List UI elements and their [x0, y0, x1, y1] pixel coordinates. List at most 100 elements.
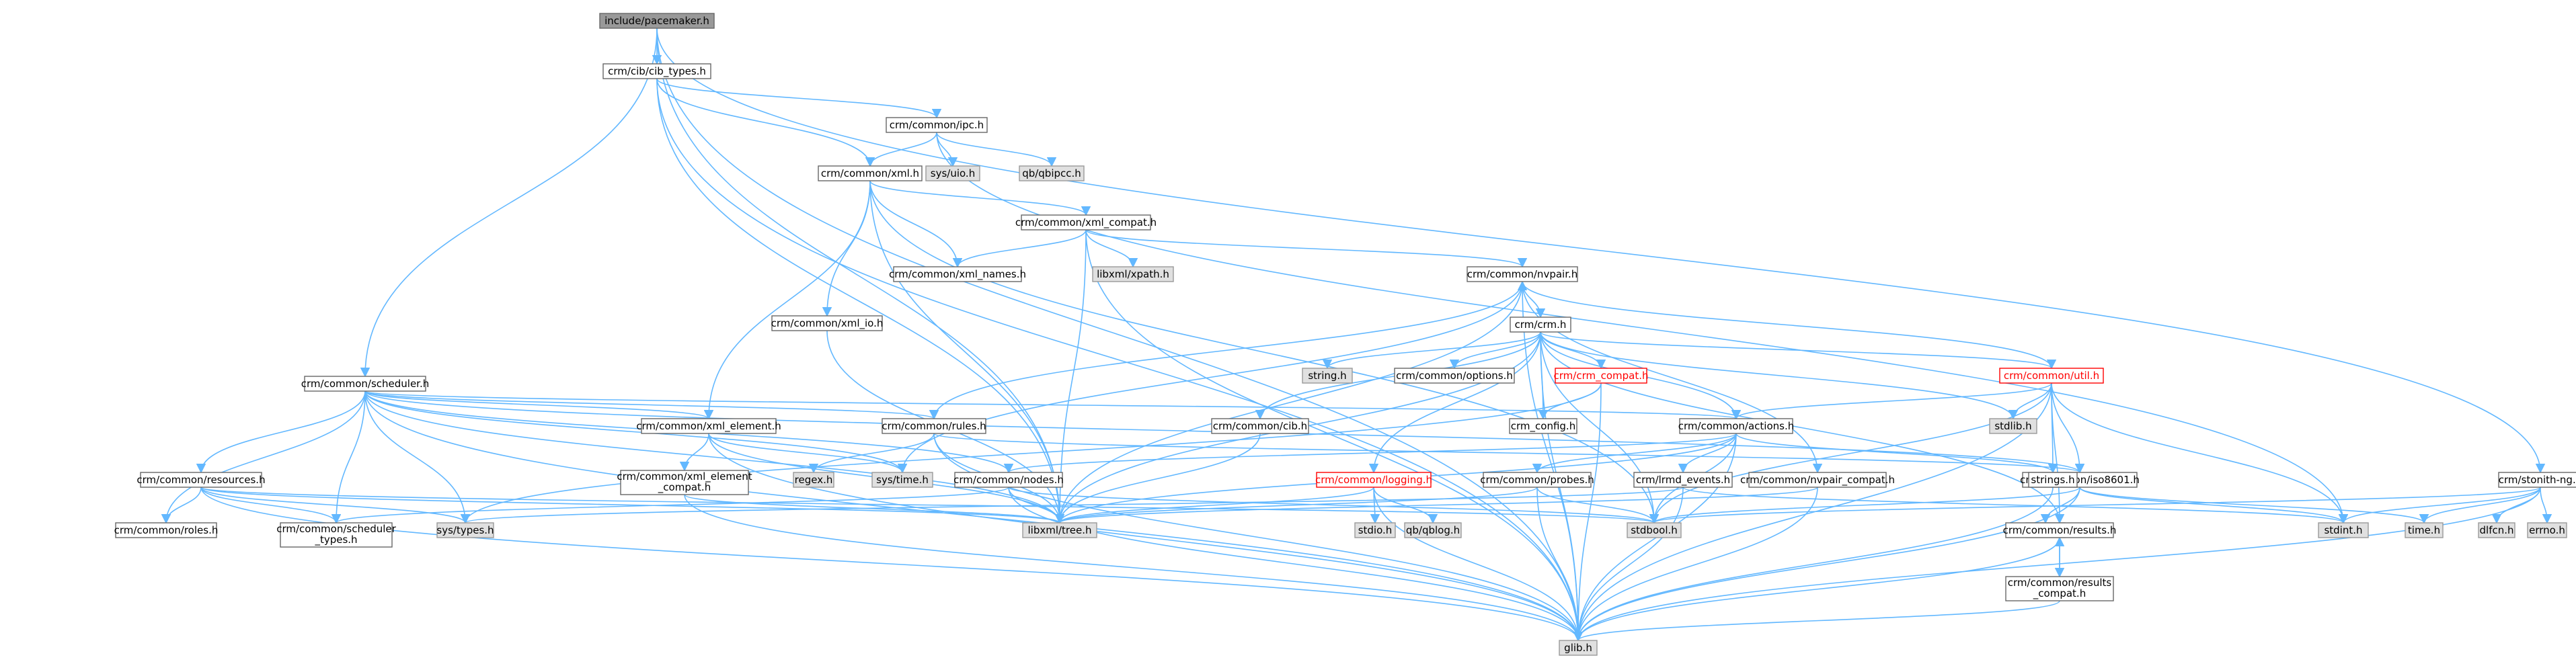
node-sysuio[interactable]: sys/uio.h — [925, 165, 980, 181]
node-logging[interactable]: crm/common/logging.h — [1315, 472, 1432, 488]
edge-logging-to-qblog — [1373, 487, 1438, 524]
node-dlfcn[interactable]: dlfcn.h — [2478, 522, 2515, 538]
node-box — [2028, 472, 2078, 488]
node-label: crm/common/probes.h — [1480, 474, 1594, 486]
node-label: sys/uio.h — [931, 167, 975, 179]
node-crmh[interactable]: crm/crm.h — [1510, 317, 1571, 333]
edge-cib_types-to-ipc — [656, 78, 942, 119]
node-label: stdint.h — [2324, 524, 2362, 536]
node-xml-compat[interactable]: crm/common/xml_compat.h — [1015, 214, 1157, 231]
node-xml-names[interactable]: crm/common/xml_names.h — [889, 266, 1026, 282]
node-xpath[interactable]: libxml/xpath.h — [1092, 266, 1174, 282]
edge-resources-to-sched_types — [200, 487, 342, 524]
edge-strings-to-glib — [1573, 487, 2054, 642]
edge-xml_element_compat-to-glib — [684, 494, 1584, 642]
node-box — [1559, 640, 1598, 656]
edge-resources-to-stdbool — [200, 487, 1659, 524]
node-xml-io[interactable]: crm/common/xml_io.h — [771, 315, 884, 331]
node-lrmd-events[interactable]: crm/lrmd_events.h — [1633, 472, 1733, 488]
node-label: crm/common/ipc.h — [890, 119, 984, 131]
edge-xml_element_compat-to-libxmltree — [684, 494, 1064, 524]
edge-resources-to-libxmltree — [200, 487, 1064, 524]
edge-stonith-to-errno — [2540, 487, 2552, 524]
node-scheduler[interactable]: crm/common/scheduler.h — [301, 376, 430, 392]
edge-util-to-iso8601 — [2051, 382, 2085, 474]
node-label: crm/common/roles.h — [114, 524, 219, 536]
node-label: crm/cib/cib_types.h — [608, 65, 706, 78]
node-systime[interactable]: sys/time.h — [871, 472, 933, 488]
node-stonith[interactable]: crm/stonith-ng.h — [2498, 472, 2576, 488]
edge-xml_element-to-glib — [708, 433, 1584, 642]
node-pacemaker[interactable]: include/pacemaker.h — [599, 13, 715, 29]
node-xml[interactable]: crm/common/xml.h — [818, 165, 923, 181]
edge-util-to-results — [2051, 382, 2065, 524]
node-errno[interactable]: errno.h — [2527, 522, 2567, 538]
node-stdio[interactable]: stdio.h — [1354, 522, 1396, 538]
node-roles[interactable]: crm/common/roles.h — [114, 522, 219, 538]
node-stdint[interactable]: stdint.h — [2318, 522, 2369, 538]
node-nodes[interactable]: crm/common/nodes.h — [953, 472, 1064, 488]
node-options[interactable]: crm/common/options.h — [1394, 368, 1515, 384]
edge-nvpair_compat-to-glib — [1573, 487, 1818, 642]
edge-cib_types-to-glib — [656, 78, 1584, 642]
node-xml-element-compat[interactable]: crm/common/xml_element_compat.h — [617, 470, 752, 495]
node-box — [1999, 368, 2104, 384]
edge-crmh-to-results — [1540, 331, 2065, 524]
node-label: crm/lrmd_events.h — [1636, 474, 1730, 487]
node-qblog[interactable]: qb/qblog.h — [1404, 522, 1462, 538]
node-box — [1633, 472, 1733, 488]
node-cib-types[interactable]: crm/cib/cib_types.h — [602, 63, 711, 79]
node-cibh[interactable]: crm/common/cib.h — [1211, 418, 1309, 434]
node-box — [1019, 165, 1085, 181]
node-label: crm/common/xml_element_compat.h — [617, 470, 752, 494]
node-glib[interactable]: glib.h — [1559, 640, 1598, 656]
node-label: qb/qbipcc.h — [1022, 167, 1081, 179]
node-timeh[interactable]: time.h — [2405, 522, 2444, 538]
node-crm-config[interactable]: crm_config.h — [1509, 418, 1577, 434]
edge-crmh-to-stdlib — [1540, 331, 2019, 420]
edge-xml_element-to-xml_element_compat — [679, 433, 709, 472]
node-box — [818, 165, 923, 181]
node-regex[interactable]: regex.h — [793, 472, 834, 488]
edge-crmh-to-stringh — [1322, 331, 1541, 370]
node-strings[interactable]: strings.h — [2028, 472, 2078, 488]
edge-actions-to-nodes — [1004, 433, 1737, 474]
node-stringh[interactable]: string.h — [1302, 368, 1353, 384]
edge-pacemaker-to-stonith — [656, 28, 2546, 474]
node-probes[interactable]: crm/common/probes.h — [1480, 472, 1594, 488]
node-stdbool[interactable]: stdbool.h — [1627, 522, 1682, 538]
node-box — [1555, 368, 1647, 384]
edge-actions-to-lrmd_events — [1678, 433, 1737, 474]
node-util[interactable]: crm/common/util.h — [1999, 368, 2104, 384]
node-rules[interactable]: crm/common/rules.h — [882, 418, 986, 434]
node-results-compat[interactable]: crm/common/results_compat.h — [2005, 576, 2114, 601]
edge-crmh-to-crm_compat — [1540, 331, 1606, 370]
node-ipc[interactable]: crm/common/ipc.h — [886, 117, 988, 133]
node-nvpair[interactable]: crm/common/nvpair.h — [1467, 266, 1578, 282]
node-label: qb/qblog.h — [1406, 524, 1460, 536]
edge-logging-to-glib — [1373, 487, 1584, 642]
node-label: string.h — [1308, 370, 1346, 382]
node-box — [925, 165, 980, 181]
edge-nvpair-to-libxmltree — [1054, 281, 1523, 524]
edge-util-to-stdint — [2051, 382, 2349, 524]
node-box — [2318, 522, 2369, 538]
node-label: crm/common/results.h — [2003, 524, 2117, 536]
node-xml-element[interactable]: crm/common/xml_element.h — [636, 418, 781, 434]
node-label: crm/common/xml_element.h — [636, 420, 781, 433]
node-sched-types[interactable]: crm/common/scheduler_types.h — [276, 522, 397, 548]
node-stdlib[interactable]: stdlib.h — [1989, 418, 2037, 434]
node-actions[interactable]: crm/common/actions.h — [1678, 418, 1794, 434]
edge-util-to-nvpair — [1517, 280, 2052, 369]
node-qbipcc[interactable]: qb/qbipcc.h — [1019, 165, 1085, 181]
node-systypes[interactable]: sys/types.h — [436, 522, 494, 538]
node-crm-compat[interactable]: crm/crm_compat.h — [1554, 368, 1649, 384]
edge-resources-to-systypes — [200, 487, 471, 524]
node-label: dlfcn.h — [2480, 524, 2514, 536]
node-resources[interactable]: crm/common/resources.h — [136, 472, 266, 488]
node-results[interactable]: crm/common/results.h — [2003, 522, 2117, 538]
node-libxmltree[interactable]: libxml/tree.h — [1022, 522, 1097, 538]
node-label: time.h — [2408, 524, 2440, 536]
node-box — [1394, 368, 1515, 384]
node-nvpair-compat[interactable]: crm/common/nvpair_compat.h — [1740, 472, 1895, 488]
